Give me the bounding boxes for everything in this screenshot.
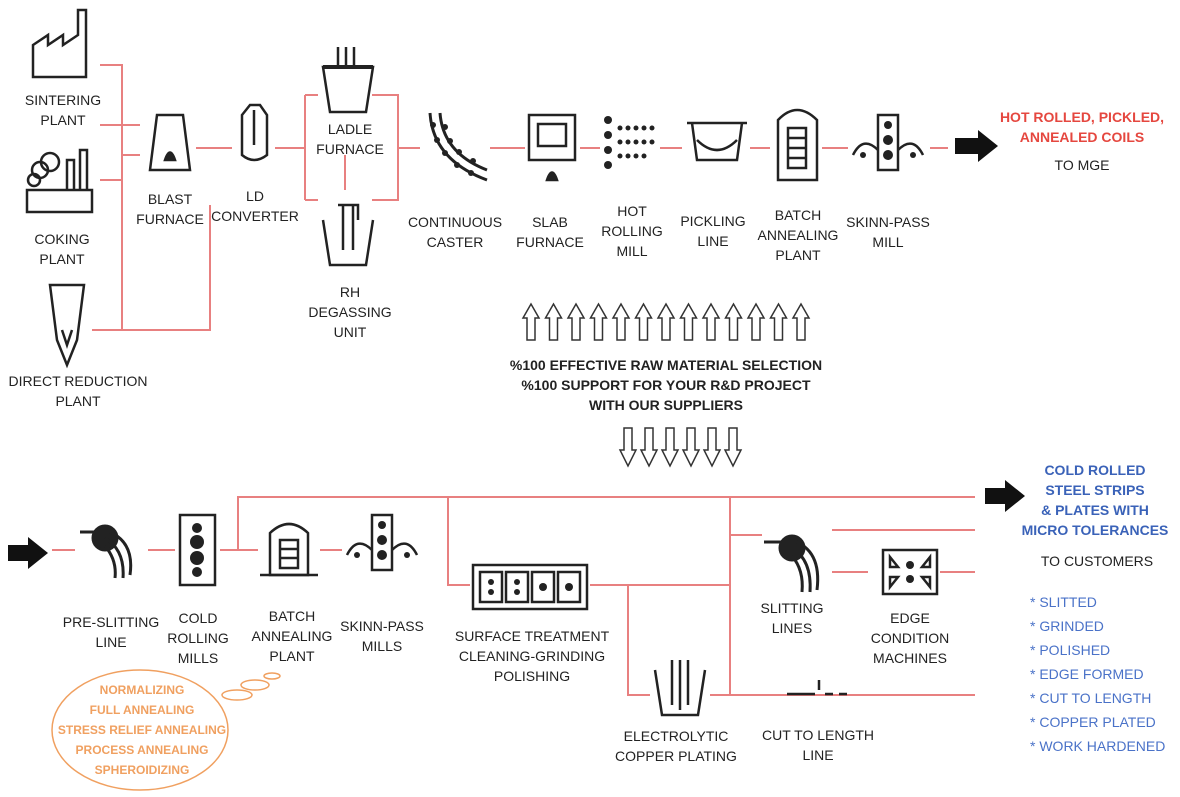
continuous-caster-icon bbox=[428, 112, 488, 182]
finish-option: * SLITTED bbox=[1030, 594, 1097, 610]
batch-annealing-icon bbox=[776, 108, 819, 182]
skin-pass-mill-icon-2 bbox=[345, 513, 419, 572]
arrow-right-icon bbox=[955, 130, 998, 162]
flow-arrows bbox=[8, 130, 1025, 569]
down-arrow-icon bbox=[618, 427, 638, 468]
batch-annealing-icon-2 bbox=[260, 522, 318, 577]
down-arrows bbox=[618, 427, 743, 468]
direct-reduction-icon bbox=[48, 283, 86, 369]
skin-pass-mill-icon bbox=[851, 113, 925, 172]
up-arrow-icon bbox=[611, 302, 631, 341]
pre-slitting-icon bbox=[80, 524, 133, 579]
up-arrow-icon bbox=[724, 302, 743, 341]
up-arrow-icon bbox=[746, 302, 766, 341]
cut-to-length-icon bbox=[787, 680, 847, 696]
down-arrow-icon bbox=[702, 427, 722, 468]
blast-furnace-icon bbox=[148, 113, 192, 172]
output-hot-rolled: HOT ROLLED, PICKLED,ANNEALED COILS bbox=[999, 109, 1165, 145]
finish-option: * CUT TO LENGTH bbox=[1030, 690, 1152, 706]
finish-options-list: * SLITTED * GRINDED * POLISHED * EDGE FO… bbox=[1030, 590, 1165, 758]
arrow-right-icon bbox=[985, 480, 1025, 512]
up-arrow-icon bbox=[589, 302, 608, 341]
coking-plant-icon bbox=[25, 148, 94, 214]
up-arrow-icon bbox=[544, 302, 563, 341]
slab-furnace-icon bbox=[527, 113, 577, 182]
factory-icon bbox=[31, 8, 88, 79]
center-message: %100 EFFECTIVE RAW MATERIAL SELECTION%10… bbox=[509, 357, 823, 413]
electrolytic-plating-icon bbox=[653, 660, 707, 717]
surface-treatment-icon bbox=[471, 563, 589, 611]
down-arrow-icon bbox=[660, 427, 680, 468]
finish-option: * EDGE FORMED bbox=[1030, 666, 1144, 682]
up-arrow-icon bbox=[566, 302, 586, 341]
arrow-right-icon bbox=[8, 537, 48, 569]
ld-converter-icon bbox=[240, 103, 269, 162]
up-arrow-icon bbox=[769, 302, 788, 341]
up-arrow-icon bbox=[791, 302, 811, 341]
output-to-mge: TO MGE bbox=[1054, 157, 1110, 173]
output-to-customers: TO CUSTOMERS bbox=[1040, 553, 1154, 569]
finish-option: * POLISHED bbox=[1030, 642, 1111, 658]
pickling-line-icon bbox=[687, 121, 747, 162]
down-arrow-icon bbox=[681, 427, 701, 468]
ladle-furnace-icon bbox=[321, 47, 375, 114]
up-arrow-icon bbox=[634, 302, 653, 341]
up-arrow-icon bbox=[701, 302, 721, 341]
up-arrows bbox=[521, 302, 811, 341]
slitting-lines-icon bbox=[764, 534, 820, 593]
cold-rolling-mill-icon bbox=[178, 513, 217, 587]
rh-degassing-icon bbox=[321, 203, 375, 267]
hot-rolling-mill-icon bbox=[604, 116, 655, 169]
down-arrow-icon bbox=[723, 427, 743, 468]
down-arrow-icon bbox=[639, 427, 659, 468]
up-arrow-icon bbox=[656, 302, 676, 341]
up-arrow-icon bbox=[679, 302, 698, 341]
finish-option: * GRINDED bbox=[1030, 618, 1104, 634]
finish-option: * WORK HARDENED bbox=[1030, 738, 1166, 754]
up-arrow-icon bbox=[521, 302, 541, 341]
thought-bubble bbox=[51, 669, 281, 791]
edge-condition-icon bbox=[881, 548, 939, 596]
finish-option: * COPPER PLATED bbox=[1030, 714, 1156, 730]
